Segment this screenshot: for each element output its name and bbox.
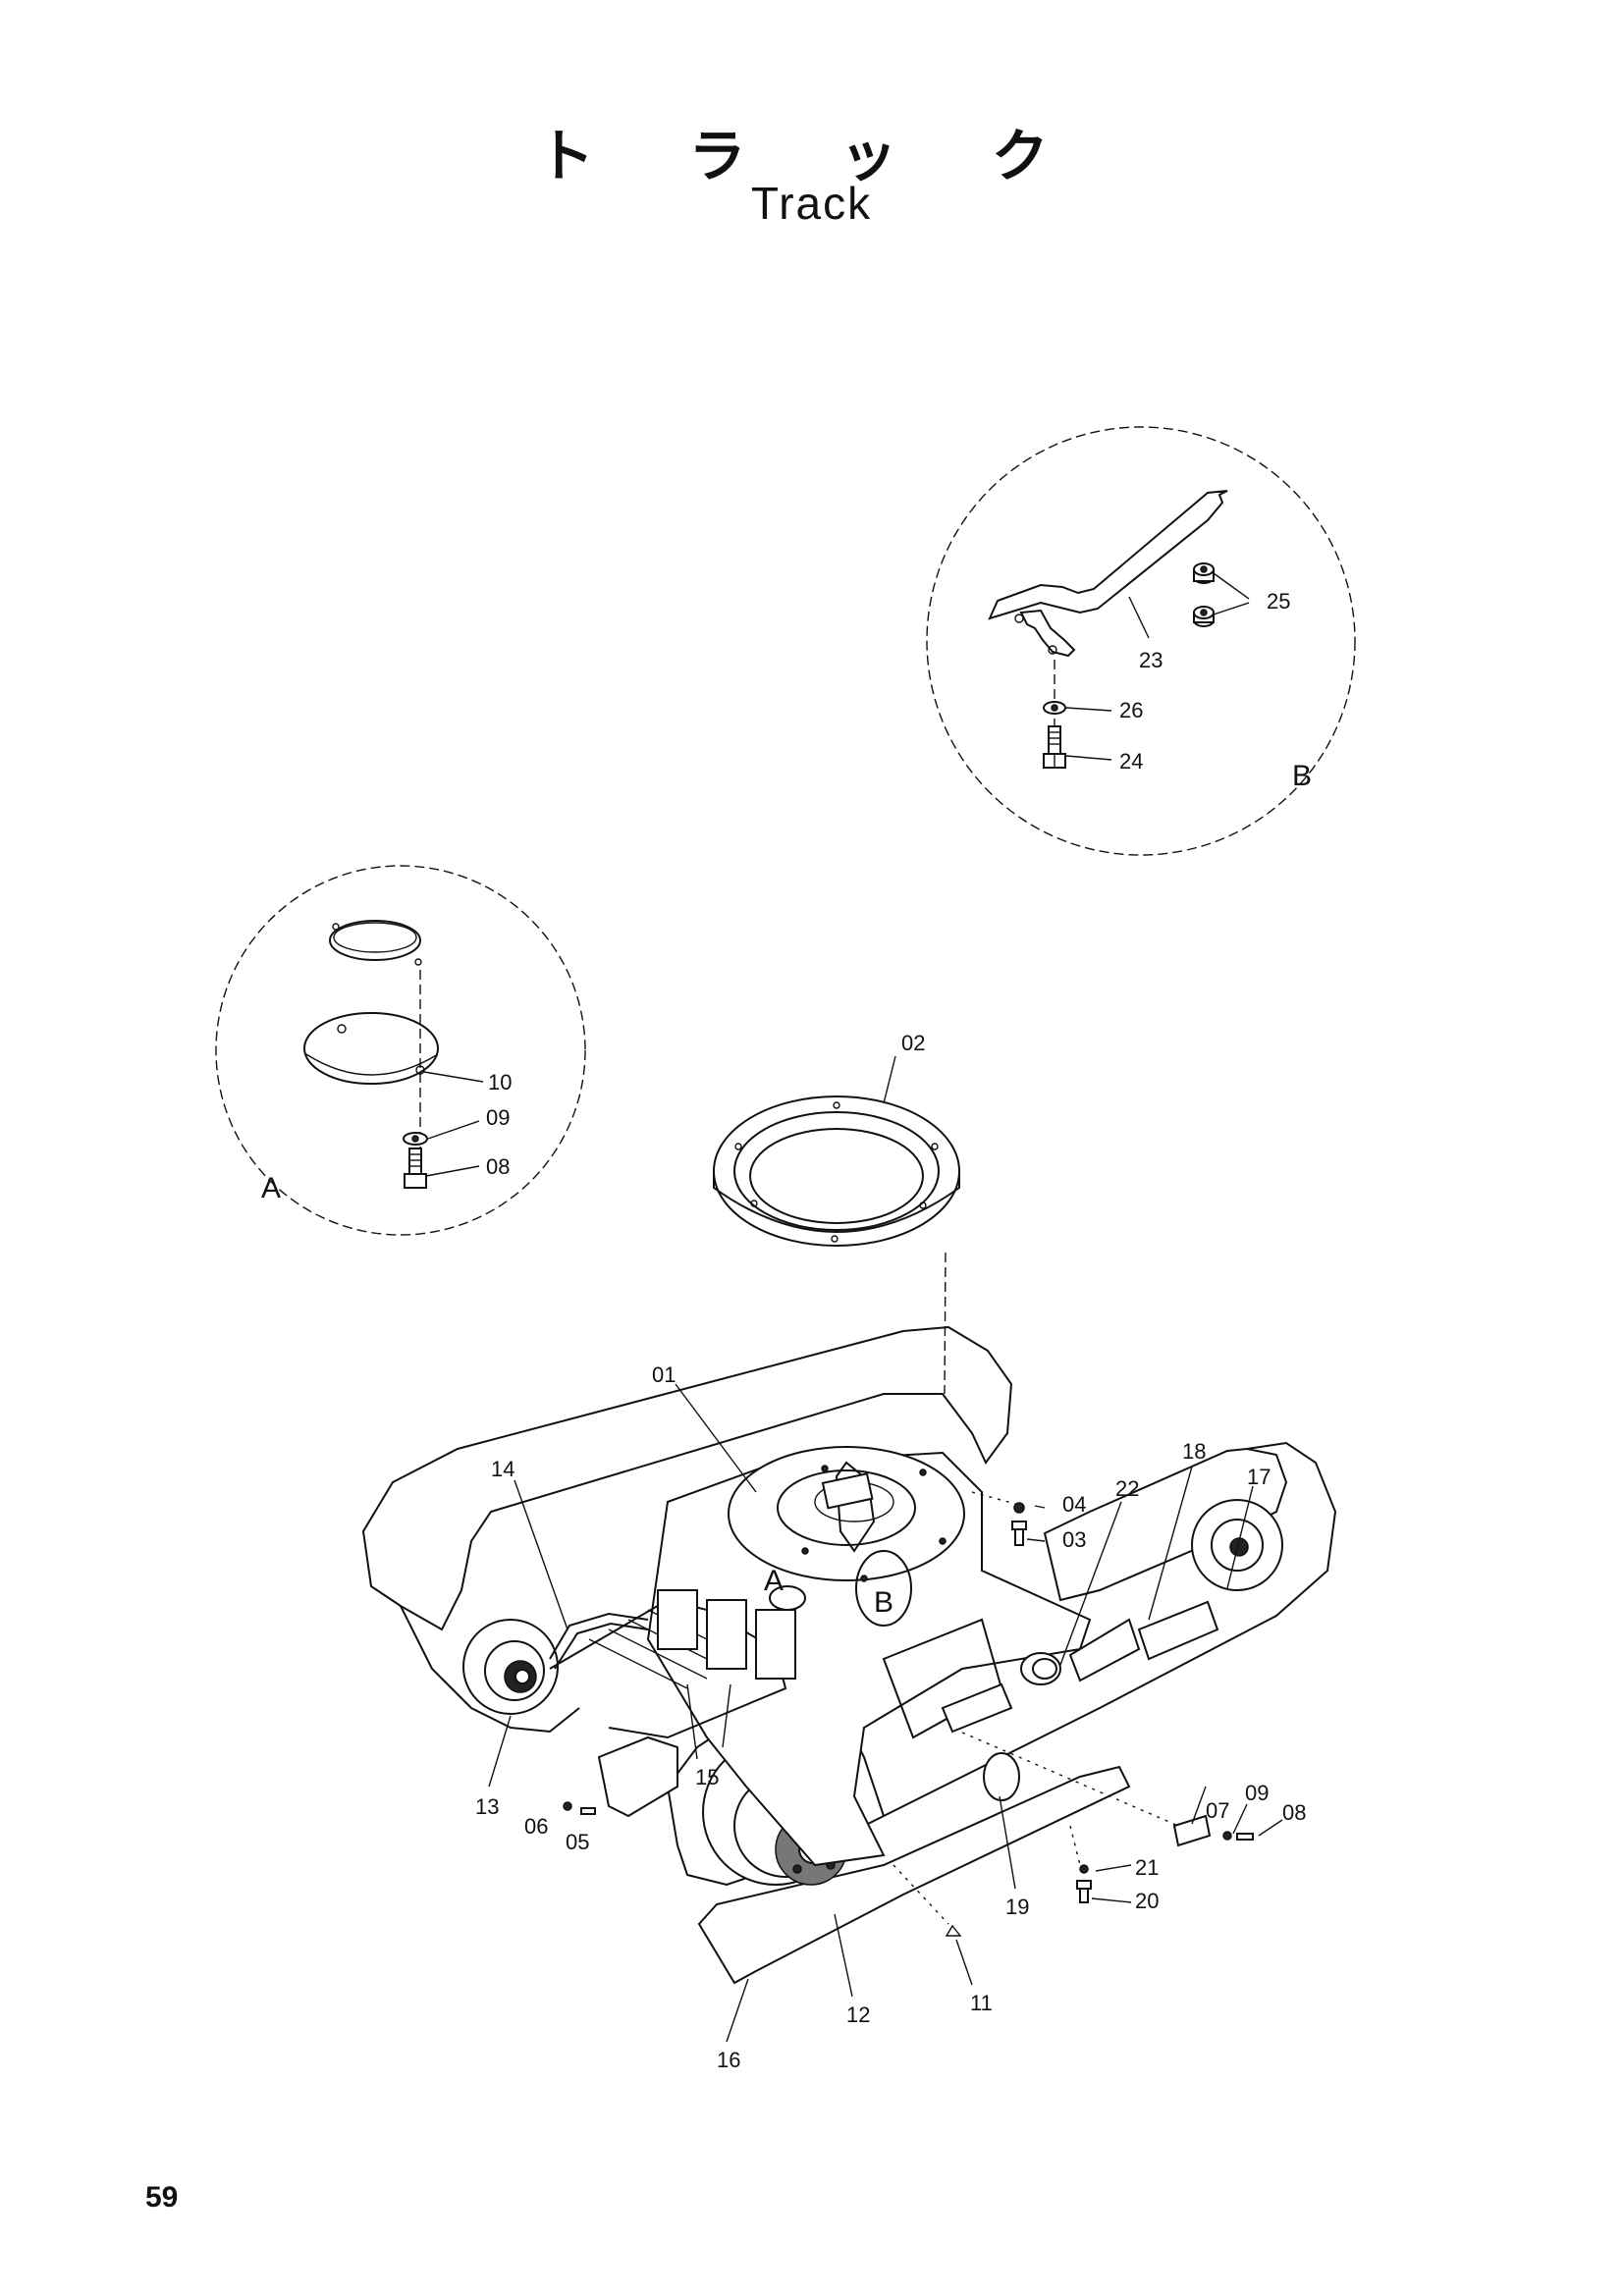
detail-a-label-10: 10 — [488, 1070, 512, 1095]
page-title-english: Track — [750, 178, 873, 229]
part-23-hole — [1014, 614, 1024, 623]
parts-20-21 — [1069, 1825, 1092, 1903]
main-label-03: 03 — [1062, 1527, 1086, 1552]
main-label-02: 02 — [901, 1031, 925, 1055]
parts-03-04 — [971, 1491, 1027, 1546]
main-label-18: 18 — [1182, 1439, 1206, 1464]
main-label-16: 16 — [717, 2048, 740, 2072]
main-label-08: 08 — [1282, 1800, 1306, 1825]
main-label-09: 09 — [1245, 1781, 1269, 1805]
main-label-05: 05 — [566, 1830, 589, 1854]
detail-a-label-08: 08 — [486, 1154, 510, 1179]
main-label-21: 21 — [1135, 1855, 1159, 1880]
part-24-bolt — [1043, 725, 1066, 769]
part-11-pin — [945, 1924, 962, 1937]
detail-b-label-24: 24 — [1119, 749, 1143, 774]
left-crawler-track — [361, 1325, 1013, 1734]
detail-a-label-09: 09 — [486, 1105, 510, 1130]
main-label-17: 17 — [1247, 1465, 1271, 1489]
page-title-japanese: ト ラ ッ ク — [537, 123, 1086, 189]
part-25-nuts — [1193, 562, 1215, 627]
detail-a-circle — [215, 865, 586, 1236]
detail-a-letter: A — [261, 1172, 281, 1204]
part-23-wrench — [988, 490, 1228, 620]
detail-b-letter: B — [1292, 760, 1312, 792]
detail-a: 10 09 08 A — [215, 865, 586, 1236]
part-23-hole-2 — [1048, 645, 1057, 655]
main-label-20: 20 — [1135, 1889, 1159, 1913]
main-label-13: 13 — [475, 1794, 499, 1819]
main-label-22: 22 — [1115, 1476, 1139, 1501]
main-ref-a: A — [764, 1565, 784, 1597]
main-ref-b: B — [874, 1586, 893, 1619]
main-label-12: 12 — [846, 2002, 870, 2027]
detail-b-label-26: 26 — [1119, 698, 1143, 722]
part-02-swing-bearing — [713, 1095, 960, 1247]
detail-b-label-25: 25 — [1267, 589, 1290, 614]
main-label-19: 19 — [1005, 1895, 1029, 1919]
part-snap-ring — [329, 920, 421, 961]
detail-b: 25 23 26 24 B — [926, 426, 1356, 856]
part-08-bolt — [404, 1148, 427, 1189]
main-label-04: 04 — [1062, 1492, 1086, 1517]
page-number: 59 — [145, 2181, 179, 2214]
part-23-wrench-jaw — [1019, 609, 1076, 658]
main-label-06: 06 — [524, 1814, 548, 1839]
main-label-11: 11 — [970, 1991, 993, 2015]
main-label-01: 01 — [652, 1362, 676, 1387]
right-crawler-track — [676, 1441, 1337, 1887]
detail-b-circle — [926, 426, 1356, 856]
main-label-07: 07 — [1206, 1798, 1229, 1823]
main-label-14: 14 — [491, 1457, 514, 1481]
detail-b-label-23: 23 — [1139, 648, 1163, 672]
main-label-15: 15 — [695, 1765, 719, 1789]
part-01-track-frame — [549, 1446, 1254, 1867]
